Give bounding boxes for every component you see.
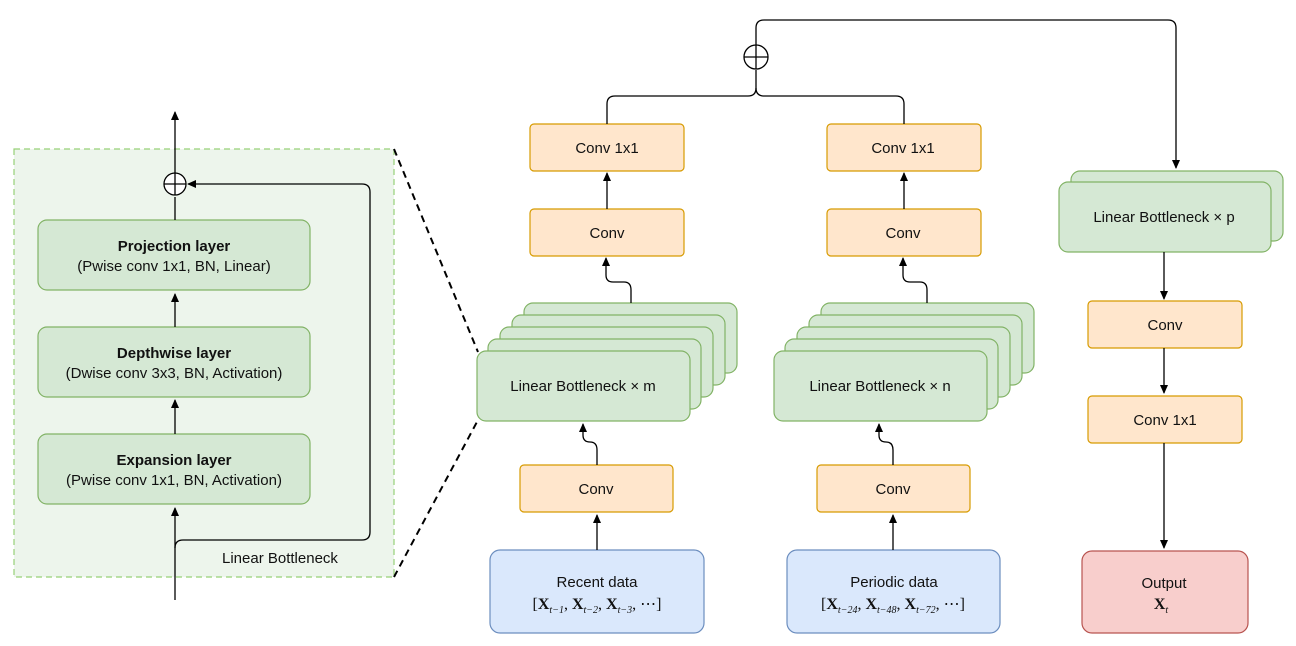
fusion-bottleneck-stack [1058,170,1284,253]
output-box [1081,550,1249,634]
fusion-bottleneck-label: Linear Bottleneck × p [1093,209,1234,226]
periodic-data-math: [Xt−24, Xt−48, Xt−72, ⋯] [821,596,965,616]
fusion-branch: Linear Bottleneck × p Conv Conv 1x1 Outp… [1058,170,1284,634]
fusion-add-icon [743,44,769,70]
recent-bottleneck-stack [476,302,738,422]
periodic-conv-out-label: Conv 1x1 [871,140,934,157]
recent-arrow-conv-bottleneck [579,423,598,465]
recent-bottleneck-label: Linear Bottleneck × m [510,378,656,395]
periodic-conv-mid-label: Conv [885,225,921,242]
recent-data-math: [Xt−1, Xt−2, Xt−3, ⋯] [533,596,662,616]
depthwise-layer-detail: (Dwise conv 3x3, BN, Activation) [66,365,283,382]
expansion-layer-detail: (Pwise conv 1x1, BN, Activation) [66,472,282,489]
fusion-conv1x1-label: Conv 1x1 [1133,412,1196,429]
fusion-arrow-to-bottleneck [755,19,1180,169]
fusion-conv-box [1087,300,1243,349]
expansion-layer-title: Expansion layer [116,452,231,469]
depthwise-layer-title: Depthwise layer [117,345,231,362]
projection-layer-detail: (Pwise conv 1x1, BN, Linear) [77,258,270,275]
recent-arrow-bottleneck-conv [602,257,632,303]
inset-title: Linear Bottleneck [222,550,338,567]
recent-conv-mid-label: Conv [589,225,625,242]
periodic-data-title: Periodic data [850,574,938,591]
recent-data-box [489,549,705,634]
fusion-conv1x1-box [1087,395,1243,444]
recent-branch: Recent data [Xt−1, Xt−2, Xt−3, ⋯] Conv L… [476,70,757,634]
zoom-line-top [393,148,479,353]
depthwise-layer-box [37,326,311,398]
recent-arrow-to-add [606,70,757,124]
periodic-arrow-bottleneck-conv [899,257,928,303]
periodic-bottleneck-stack [773,302,1035,422]
expansion-layer-box [37,433,311,505]
inset-skip-connection [174,180,371,549]
recent-data-title: Recent data [557,574,639,591]
periodic-arrow-to-add [755,87,905,124]
linear-bottleneck-inset: Expansion layer (Pwise conv 1x1, BN, Act… [13,111,395,600]
periodic-branch: Periodic data [Xt−24, Xt−48, Xt−72, ⋯] C… [755,87,1035,634]
recent-conv-out-label: Conv 1x1 [575,140,638,157]
zoom-line-bottom [393,419,479,578]
periodic-bottleneck-label: Linear Bottleneck × n [809,378,950,395]
periodic-conv-in-label: Conv [875,481,911,498]
fusion-conv-label: Conv [1147,317,1183,334]
inset-add-icon [163,172,187,196]
recent-conv-in-label: Conv [578,481,614,498]
periodic-arrow-conv-bottleneck [875,423,894,465]
projection-layer-box [37,219,311,291]
periodic-data-box [786,549,1001,634]
projection-layer-title: Projection layer [118,238,231,255]
output-math: Xt [1154,596,1169,616]
output-title: Output [1141,575,1187,592]
